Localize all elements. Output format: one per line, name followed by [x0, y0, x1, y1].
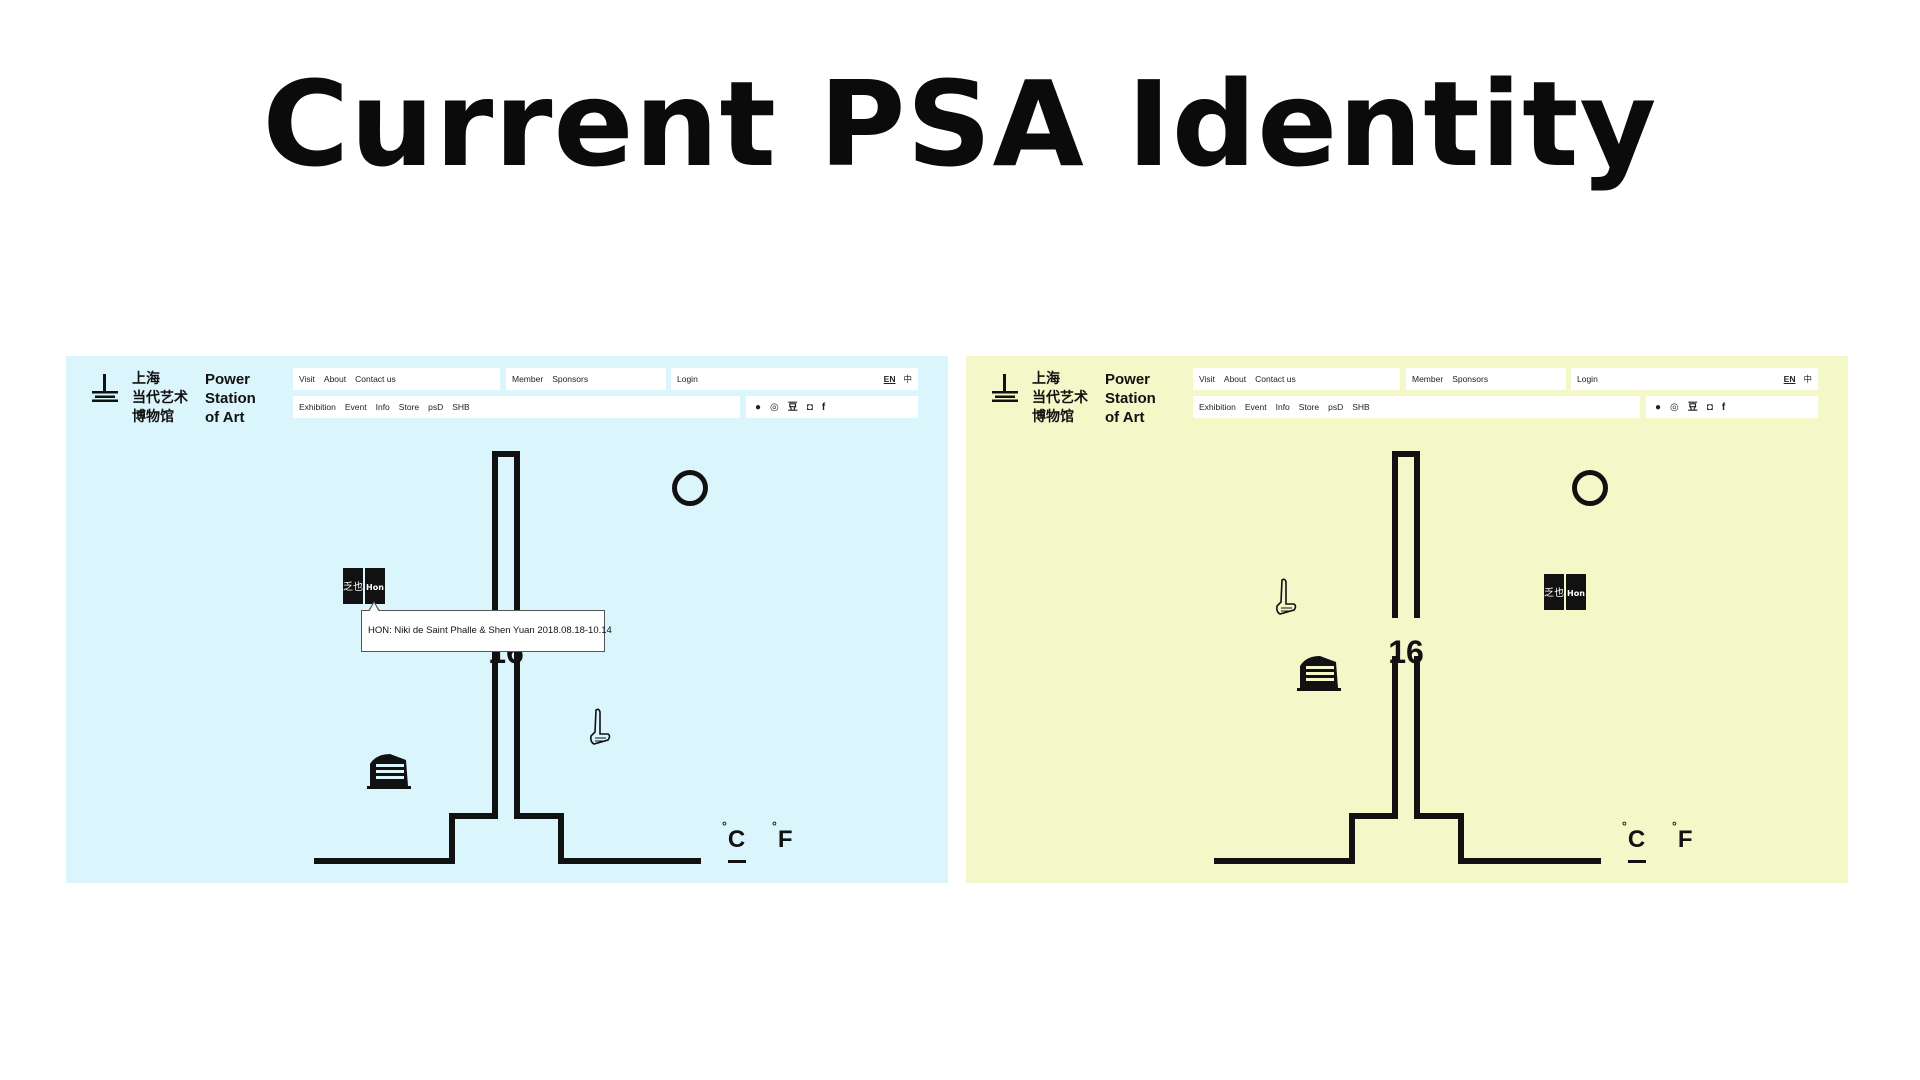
wechat-icon[interactable]: ● — [755, 402, 762, 413]
badge-en-text: Hon — [366, 583, 384, 592]
sun-ring-icon — [672, 470, 708, 506]
unit-fahrenheit-toggle[interactable]: °F — [1672, 819, 1693, 853]
nav-shb[interactable]: SHB — [452, 402, 470, 412]
active-unit-underline — [1628, 860, 1646, 863]
active-unit-underline — [728, 860, 746, 863]
nav-contact[interactable]: Contact us — [355, 374, 396, 384]
nav-primary: Visit About Contact us — [293, 368, 500, 390]
nav-about[interactable]: About — [323, 374, 347, 384]
login-link[interactable]: Login — [677, 374, 698, 384]
logo-chinese: 上海当代艺术博物馆 — [1032, 371, 1088, 425]
nav-info[interactable]: Info — [375, 402, 390, 412]
nav-sponsors[interactable]: Sponsors — [1452, 374, 1489, 384]
nav-primary: Visit About Contact us — [1193, 368, 1400, 390]
hand-sculpture-icon[interactable] — [1272, 578, 1298, 620]
nav-account: Login EN 中 — [1571, 368, 1818, 390]
lang-en[interactable]: EN — [883, 374, 896, 384]
unit-celsius-toggle[interactable]: °C — [722, 819, 746, 863]
nav-store[interactable]: Store — [398, 402, 420, 412]
hand-sculpture-icon[interactable] — [586, 708, 612, 750]
nav-membership: Member Sponsors — [1406, 368, 1566, 390]
nav-sponsors[interactable]: Sponsors — [552, 374, 589, 384]
nav-member[interactable]: Member — [1412, 374, 1444, 384]
language-switcher: EN 中 — [1784, 368, 1812, 390]
instagram-icon[interactable]: ◘ — [806, 402, 813, 413]
social-links: ● ◎ 豆 ◘ f — [746, 396, 918, 418]
login-link[interactable]: Login — [1577, 374, 1598, 384]
lang-cn[interactable]: 中 — [1803, 374, 1812, 384]
nav-secondary: Exhibition Event Info Store psD SHB — [293, 396, 740, 418]
nav-store[interactable]: Store — [1298, 402, 1320, 412]
weibo-icon[interactable]: ◎ — [770, 402, 779, 413]
nav-visit[interactable]: Visit — [1199, 374, 1215, 384]
nav-info[interactable]: Info — [1275, 402, 1290, 412]
nav-contact[interactable]: Contact us — [1255, 374, 1296, 384]
building-sketch-icon[interactable] — [1296, 652, 1342, 692]
nav-membership: Member Sponsors — [506, 368, 666, 390]
nav-account: Login EN 中 — [671, 368, 918, 390]
nav-secondary: Exhibition Event Info Store psD SHB — [1193, 396, 1640, 418]
unit-celsius-toggle[interactable]: °C — [1622, 819, 1646, 863]
nav-event[interactable]: Event — [344, 402, 367, 412]
badge-en-text: Hon — [1567, 589, 1585, 598]
douban-icon[interactable]: 豆 — [787, 402, 798, 413]
facebook-icon[interactable]: f — [821, 402, 826, 413]
douban-icon[interactable]: 豆 — [1687, 402, 1698, 413]
nav-visit[interactable]: Visit — [299, 374, 315, 384]
temperature-value: 16 — [1388, 634, 1424, 670]
wechat-icon[interactable]: ● — [1655, 402, 1662, 413]
slide-title: Current PSA Identity — [262, 55, 1658, 193]
social-links: ● ◎ 豆 ◘ f — [1646, 396, 1818, 418]
badge-cn-text: 乏也 — [1544, 586, 1564, 599]
nav-shb[interactable]: SHB — [1352, 402, 1370, 412]
psa-logo-mark-icon — [992, 374, 1018, 402]
nav-psd[interactable]: psD — [1328, 402, 1344, 412]
nav-about[interactable]: About — [1223, 374, 1247, 384]
nav-event[interactable]: Event — [1244, 402, 1267, 412]
unit-fahrenheit-toggle[interactable]: °F — [772, 819, 793, 853]
language-switcher: EN 中 — [884, 368, 912, 390]
lang-en[interactable]: EN — [1783, 374, 1796, 384]
logo-chinese: 上海当代艺术博物馆 — [132, 371, 188, 425]
lang-cn[interactable]: 中 — [903, 374, 912, 384]
exhibition-tooltip: HON: Niki de Saint Phalle & Shen Yuan 20… — [361, 601, 612, 652]
nav-psd[interactable]: psD — [428, 402, 444, 412]
weibo-icon[interactable]: ◎ — [1670, 402, 1679, 413]
nav-exhibition[interactable]: Exhibition — [299, 402, 336, 412]
nav-member[interactable]: Member — [512, 374, 544, 384]
power-station-chimney-graphic — [1214, 451, 1601, 864]
badge-cn-text: 乏也 — [343, 580, 363, 593]
facebook-icon[interactable]: f — [1721, 402, 1726, 413]
hon-exhibition-badge-icon[interactable]: 乏也 Hon — [1544, 574, 1586, 610]
power-station-chimney-graphic — [314, 451, 701, 864]
instagram-icon[interactable]: ◘ — [1706, 402, 1713, 413]
nav-exhibition[interactable]: Exhibition — [1199, 402, 1236, 412]
hon-exhibition-badge-icon[interactable]: 乏也 Hon — [343, 568, 385, 604]
sun-ring-icon — [1572, 470, 1608, 506]
psa-logo-mark-icon — [92, 374, 118, 402]
building-sketch-icon[interactable] — [366, 750, 412, 790]
